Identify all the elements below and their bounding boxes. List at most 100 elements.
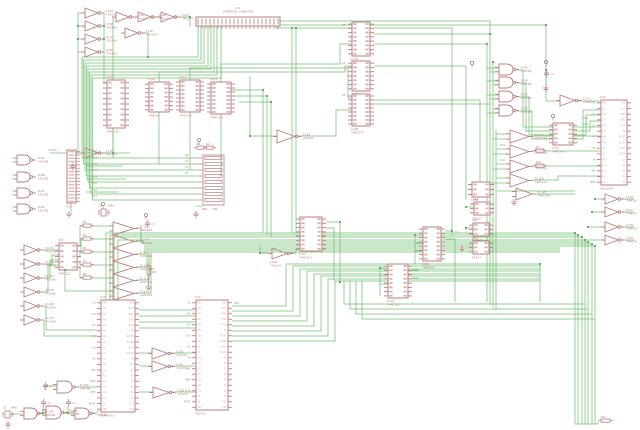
ground-symbol[interactable] <box>459 245 465 252</box>
net-wire[interactable] <box>83 26 202 165</box>
ground-symbol[interactable] <box>5 421 11 428</box>
vcc-symbol[interactable] <box>196 137 201 145</box>
net-wire[interactable] <box>90 26 218 195</box>
net-wire[interactable] <box>374 65 467 200</box>
net-wire[interactable] <box>136 251 560 294</box>
net-wire[interactable] <box>136 249 560 281</box>
pin-header-vertical[interactable]: SV2 <box>66 149 80 209</box>
net-wire[interactable] <box>136 227 588 243</box>
resistor[interactable]: R5 <box>80 233 94 241</box>
net-wire[interactable] <box>355 281 592 315</box>
ground-symbol[interactable] <box>511 199 517 206</box>
net-wire[interactable] <box>275 26 352 29</box>
capacitor[interactable]: C1 <box>41 399 51 407</box>
net-wire[interactable] <box>92 26 222 201</box>
net-wire[interactable] <box>573 114 601 136</box>
net-wire[interactable] <box>189 67 352 99</box>
net-wire[interactable] <box>141 32 149 57</box>
ground-symbol[interactable] <box>66 211 72 218</box>
net-wire[interactable] <box>231 89 264 233</box>
ground-symbol[interactable] <box>193 211 199 218</box>
capacitor[interactable]: C2 <box>66 399 76 407</box>
net-wire[interactable] <box>136 247 560 268</box>
net-wire[interactable] <box>86 26 209 177</box>
net-wire[interactable] <box>158 65 352 82</box>
net-wire[interactable] <box>117 239 585 300</box>
resistor[interactable]: R6 <box>80 246 94 254</box>
net-wire[interactable] <box>232 263 540 307</box>
net-wire[interactable] <box>232 280 540 342</box>
net-wire[interactable] <box>280 24 547 70</box>
net-wire[interactable] <box>517 96 553 136</box>
dip-ic[interactable]: IC2474HC574 <box>348 21 374 65</box>
net-wire[interactable] <box>517 69 553 128</box>
net-wire[interactable] <box>445 238 456 302</box>
resistor[interactable]: R11 <box>598 415 613 423</box>
resistor[interactable]: R4 <box>80 220 94 228</box>
net-wire[interactable] <box>232 278 540 337</box>
capacitor[interactable]: C5 <box>145 220 155 228</box>
net-wire[interactable] <box>77 251 83 258</box>
net-wire[interactable] <box>326 227 335 281</box>
net-wire[interactable] <box>533 175 601 181</box>
net-wire[interactable] <box>235 95 268 235</box>
resistor[interactable]: R2 <box>203 142 216 150</box>
ground-symbol[interactable] <box>70 163 76 170</box>
vcc-symbol[interactable] <box>101 201 106 209</box>
net-wire[interactable] <box>232 268 540 317</box>
vcc-symbol[interactable] <box>469 61 474 68</box>
vcc-symbol[interactable] <box>551 114 556 121</box>
net-wire[interactable] <box>220 43 352 82</box>
net-wire[interactable] <box>84 26 205 171</box>
net-wire[interactable] <box>517 110 553 140</box>
resistor[interactable]: R8 <box>80 272 94 280</box>
net-wire[interactable] <box>249 76 277 137</box>
resistor[interactable]: R9 <box>533 145 547 153</box>
net-wire[interactable] <box>232 265 540 312</box>
ground-symbol[interactable] <box>543 85 549 92</box>
vcc-symbol[interactable] <box>143 212 148 220</box>
net-wire[interactable] <box>71 12 85 153</box>
net-wire[interactable] <box>113 236 582 300</box>
